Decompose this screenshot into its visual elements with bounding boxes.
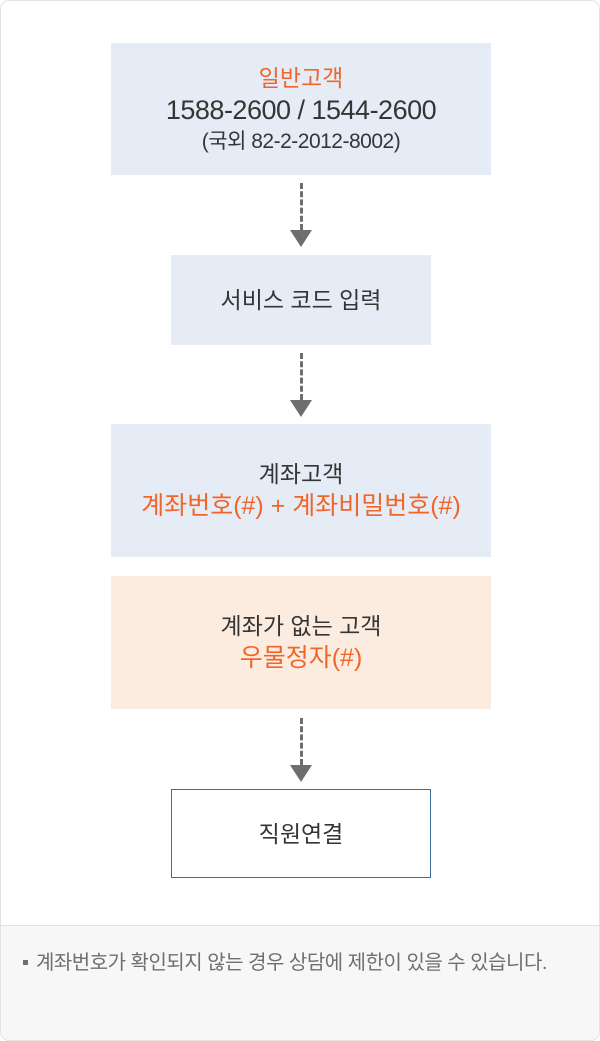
step-no-account-customer: 계좌가 없는 고객 우물정자(#) [111, 576, 491, 709]
arrow-down-icon [290, 183, 312, 247]
step-account-customer: 계좌고객 계좌번호(#) + 계좌비밀번호(#) [111, 424, 491, 557]
step-service-code: 서비스 코드 입력 [171, 255, 431, 345]
footnote: 계좌번호가 확인되지 않는 경우 상담에 제한이 있을 수 있습니다. [1, 925, 599, 1040]
step-general-customer: 일반고객 1588-2600 / 1544-2600 (국외 82-2-2012… [111, 43, 491, 175]
step-agent-label: 직원연결 [258, 820, 344, 847]
step-general-title: 일반고객 [258, 65, 344, 91]
step-account-title: 계좌고객 [258, 461, 344, 487]
step-no-account-input: 우물정자(#) [239, 644, 363, 672]
arrow-line [299, 718, 303, 765]
footnote-text: 계좌번호가 확인되지 않는 경우 상담에 제한이 있을 수 있습니다. [36, 952, 547, 974]
step-no-account-title: 계좌가 없는 고객 [220, 613, 382, 639]
step-service-code-label: 서비스 코드 입력 [220, 287, 382, 313]
arrow-down-icon [290, 353, 312, 417]
arrow-head [290, 230, 312, 247]
arrow-head [290, 765, 312, 782]
arrow-down-icon [290, 718, 312, 782]
bullet-icon [23, 960, 28, 965]
step-general-international-number: (국외 82-2-2012-8002) [201, 130, 401, 153]
arrow-head [290, 400, 312, 417]
step-general-phone-numbers: 1588-2600 / 1544-2600 [165, 95, 437, 125]
step-agent-connect: 직원연결 [171, 789, 431, 878]
arrow-line [299, 353, 303, 400]
step-account-input: 계좌번호(#) + 계좌비밀번호(#) [141, 492, 461, 520]
arrow-line [299, 183, 303, 230]
